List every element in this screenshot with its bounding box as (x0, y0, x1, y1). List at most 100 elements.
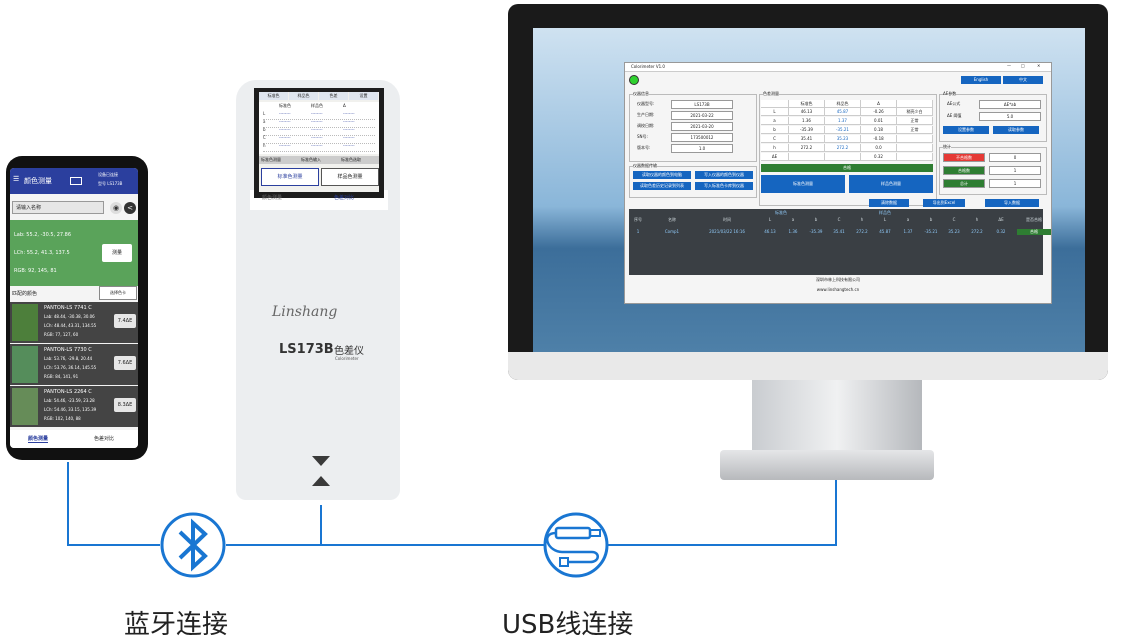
monitor-base (720, 450, 934, 480)
tab-color-measure[interactable]: 颜色测量 (28, 436, 49, 443)
device-en-name: Colorimeter (335, 356, 359, 361)
match-rgb: RGB: 84, 141, 91 (44, 374, 79, 379)
diff-cell: 272.2 (825, 144, 861, 152)
diff-header-cell (897, 100, 933, 108)
window-title: Colorimeter V1.0 (631, 64, 665, 69)
lcd-placeholder: -------- (279, 135, 291, 140)
device-lcd: 标准色测量 标准色输入 标准色选取 标准色测量 样品色测量 标准色样品色色差设置… (259, 92, 379, 192)
stat-label: 合格数 (943, 166, 985, 175)
import-data-button[interactable]: 导入数据 (985, 199, 1039, 207)
match-name: PANTON-LS 7730 C (44, 347, 92, 353)
delta-e-badge[interactable]: 7.4ΔE (114, 314, 136, 328)
info-value[interactable]: 1.0 (671, 144, 733, 153)
table-cell: 35.41 (833, 229, 845, 234)
lcd-tab[interactable]: 样品色 (289, 92, 318, 100)
connection-status-icon (629, 75, 639, 85)
delta-e-badge[interactable]: 8.3ΔE (114, 398, 136, 412)
device-tab-diff: 色差对比 (334, 195, 355, 201)
sample-measure-button[interactable]: 样品色测量 (849, 175, 933, 193)
chinese-button[interactable]: 中文 (1003, 76, 1043, 84)
lcd-placeholder: -------- (343, 143, 355, 148)
lcd-tab[interactable]: 色差 (319, 92, 348, 100)
english-button[interactable]: English (961, 76, 1001, 84)
table-group-sample: 样品色 (879, 210, 891, 215)
arrow-up-icon (312, 476, 330, 486)
usb-line-right (607, 480, 837, 546)
set-params-button[interactable]: 设置参数 (943, 126, 989, 134)
close-icon[interactable]: ✕ (1037, 63, 1041, 68)
share-icon[interactable]: < (124, 202, 136, 214)
info-value[interactable]: LS173B (671, 100, 733, 109)
menu-icon[interactable]: ☰ (13, 175, 20, 183)
diff-cell: C (761, 135, 789, 143)
stat-label: 总计 (943, 179, 985, 188)
info-value[interactable]: 2021-03-20 (671, 122, 733, 131)
match-lch: LCh: 48.44, 43.31, 134.55 (44, 323, 97, 328)
diff-header-cell: 标准色 (789, 100, 825, 108)
standard-measure-button[interactable]: 标准色测量 (761, 175, 845, 193)
match-lch: LCh: 53.76, 36.14, 145.55 (44, 365, 97, 370)
table-header-cell: b (929, 217, 933, 222)
device-standard-measure-button[interactable]: 标准色测量 (261, 168, 319, 186)
colorimeter-software-window: Colorimeter V1.0 — □ ✕ English 中文 仪器信息 仪… (624, 62, 1052, 304)
table-cell: 272.2 (971, 229, 983, 234)
diff-cell: 46.13 (789, 108, 825, 116)
diff-cell: -0.18 (861, 135, 897, 143)
device-tab-color: 颜色测量 (262, 195, 283, 201)
transfer-button[interactable]: 写入标准色卡库到仪器 (695, 182, 753, 190)
device-sample-measure-button[interactable]: 样品色测量 (321, 168, 379, 186)
diff-cell (897, 135, 933, 143)
tab-color-diff[interactable]: 色差对比 (94, 436, 115, 442)
lcd-placeholder: -------- (279, 143, 291, 148)
lcd-row: h------------------------ (263, 143, 375, 152)
read-params-button[interactable]: 读取参数 (993, 126, 1039, 134)
lcd-table (259, 102, 379, 154)
stat-label: 不合格数 (943, 153, 985, 162)
clear-data-button[interactable]: 清除数据 (869, 199, 909, 207)
lcd-row-label: h (263, 143, 266, 148)
table-group-standard: 标准色 (775, 210, 787, 215)
lcd-placeholder: -------- (279, 119, 291, 124)
table-header-cell: h (860, 217, 864, 222)
info-value[interactable]: 2021-03-22 (671, 111, 733, 120)
transfer-button[interactable]: 写入仪器的颜色到仪器 (695, 171, 753, 179)
measure-button[interactable]: 测量 (102, 244, 132, 262)
diff-header-cell (761, 100, 789, 108)
color-swatch (12, 346, 38, 383)
transfer-button[interactable]: 读取色差历史记录到列表 (633, 182, 691, 190)
diff-cell: h (761, 144, 789, 152)
table-header-cell: 是否合格 (1026, 217, 1042, 222)
table-cell: 1.37 (903, 229, 913, 234)
lock-icon[interactable]: ◉ (110, 202, 122, 214)
diff-header-cell: 样品色 (825, 100, 861, 108)
diff-cell: 272.2 (789, 144, 825, 152)
table-header-cell: a (906, 217, 910, 222)
lcd-placeholder: -------- (311, 135, 323, 140)
instrument-info-title: 仪器信息 (633, 91, 649, 97)
info-value[interactable]: 173500012 (671, 133, 733, 142)
table-header-cell: 时间 (723, 217, 731, 222)
maximize-icon[interactable]: □ (1021, 63, 1025, 68)
transfer-button[interactable]: 读取仪器的颜色到电脑 (633, 171, 691, 179)
lcd-tab[interactable]: 标准色 (259, 92, 288, 100)
match-lch: LCh: 54.46, 33.15, 135.39 (44, 407, 97, 412)
lcd-placeholder: -------- (279, 111, 291, 116)
info-label: 调校日期: (637, 123, 655, 128)
bluetooth-line-right (226, 505, 322, 546)
threshold-input[interactable]: 5.0 (979, 112, 1041, 121)
lcd-tab[interactable]: 设置 (349, 92, 378, 100)
lch-value: LCh: 55.2, 41.3, 137.5 (14, 250, 70, 256)
threshold-label: ΔE 阈值 (947, 113, 962, 118)
choose-card-button[interactable]: 选择色卡 (99, 286, 137, 300)
formula-select[interactable]: ΔE*ab (979, 100, 1041, 109)
export-excel-button[interactable]: 导出到Excel (923, 199, 965, 207)
usb-label: USB线连接 (502, 610, 634, 640)
search-input[interactable]: 请输入名称 (12, 201, 104, 214)
table-header-cell: ΔE (998, 217, 1004, 222)
delta-e-badge[interactable]: 7.6ΔE (114, 356, 136, 370)
minimize-icon[interactable]: — (1007, 63, 1011, 68)
table-cell: Comp1 (664, 229, 680, 234)
